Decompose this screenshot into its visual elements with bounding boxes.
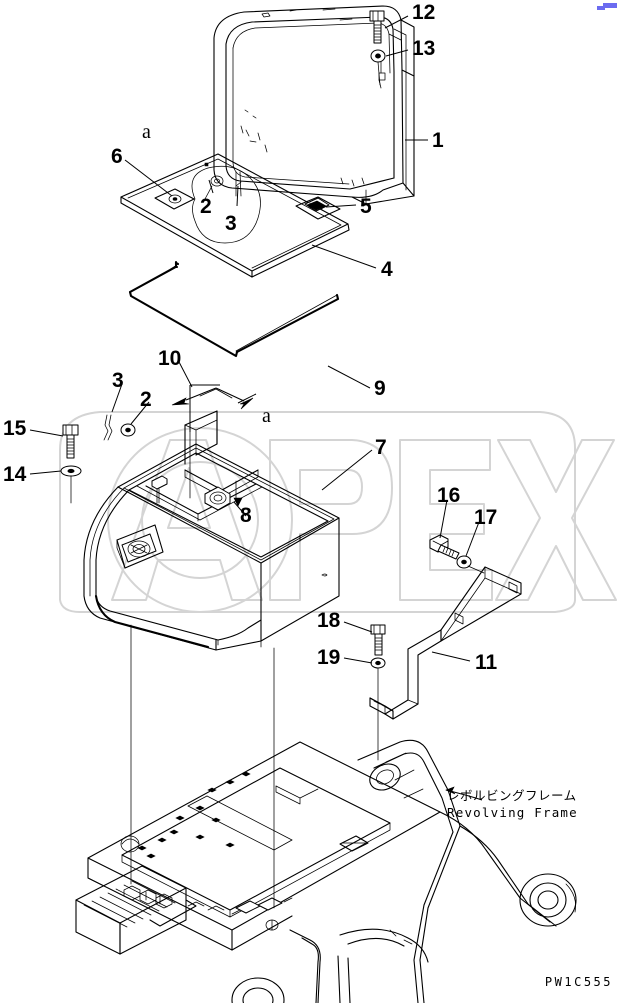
callout-17[interactable]: 17 bbox=[474, 506, 498, 529]
callout-6[interactable]: 6 bbox=[111, 145, 123, 168]
section-arrow-10 bbox=[171, 384, 257, 499]
callout-18[interactable]: 18 bbox=[317, 609, 341, 632]
callout-3[interactable]: 3 bbox=[225, 212, 237, 235]
revolving-frame-label-jp: レボルビングフレーム bbox=[447, 788, 577, 803]
callout-8[interactable]: 8 bbox=[240, 504, 252, 527]
part-14-washer bbox=[60, 465, 82, 504]
callout-2[interactable]: 2 bbox=[200, 195, 212, 218]
part-9-seal bbox=[128, 260, 340, 358]
part-1-hood bbox=[213, 5, 415, 205]
revolving-frame-assembly bbox=[75, 739, 577, 1003]
callout-12[interactable]: 12 bbox=[412, 1, 436, 24]
callout-3b[interactable]: 3 bbox=[112, 369, 124, 392]
callout-14[interactable]: 14 bbox=[3, 463, 27, 486]
revolving-frame-label-en: Revolving Frame bbox=[447, 804, 578, 820]
part-2-3-upper bbox=[103, 414, 136, 441]
corner-artifact-mark bbox=[597, 3, 617, 10]
callout-11[interactable]: 11 bbox=[475, 651, 498, 674]
part-19-washer bbox=[370, 657, 386, 711]
callout-15[interactable]: 15 bbox=[3, 417, 27, 440]
section-mark-a-bottom: a bbox=[262, 405, 271, 427]
part-12-bolt bbox=[369, 10, 385, 44]
callout-1[interactable]: 1 bbox=[432, 129, 444, 152]
assembly-projection-lines bbox=[130, 624, 379, 909]
watermark-apex bbox=[59, 411, 617, 613]
callout-leader-lines bbox=[29, 15, 480, 664]
part-4-top-plate bbox=[120, 153, 350, 278]
callout-5[interactable]: 5 bbox=[360, 195, 372, 218]
callout-4[interactable]: 4 bbox=[381, 258, 393, 281]
callout-9[interactable]: 9 bbox=[374, 377, 386, 400]
part-7-toolbox bbox=[83, 410, 340, 651]
part-11-guard bbox=[369, 566, 522, 720]
revolving-frame-label: レボルビングフレーム Revolving Frame bbox=[447, 788, 578, 822]
part-13-washer bbox=[370, 49, 386, 86]
callout-10[interactable]: 10 bbox=[158, 347, 182, 370]
part-17-washer bbox=[456, 555, 485, 574]
callout-19[interactable]: 19 bbox=[317, 646, 341, 669]
part-15-bolt bbox=[62, 424, 79, 459]
callout-16[interactable]: 16 bbox=[437, 484, 461, 507]
section-mark-a-top: a bbox=[142, 121, 151, 143]
sheet-code: PW1C555 bbox=[544, 975, 613, 989]
callout-2b[interactable]: 2 bbox=[140, 388, 152, 411]
part-16-bolt bbox=[429, 534, 460, 560]
callout-7[interactable]: 7 bbox=[375, 436, 387, 459]
part-18-bolt bbox=[370, 624, 386, 656]
callout-13[interactable]: 13 bbox=[412, 37, 436, 60]
